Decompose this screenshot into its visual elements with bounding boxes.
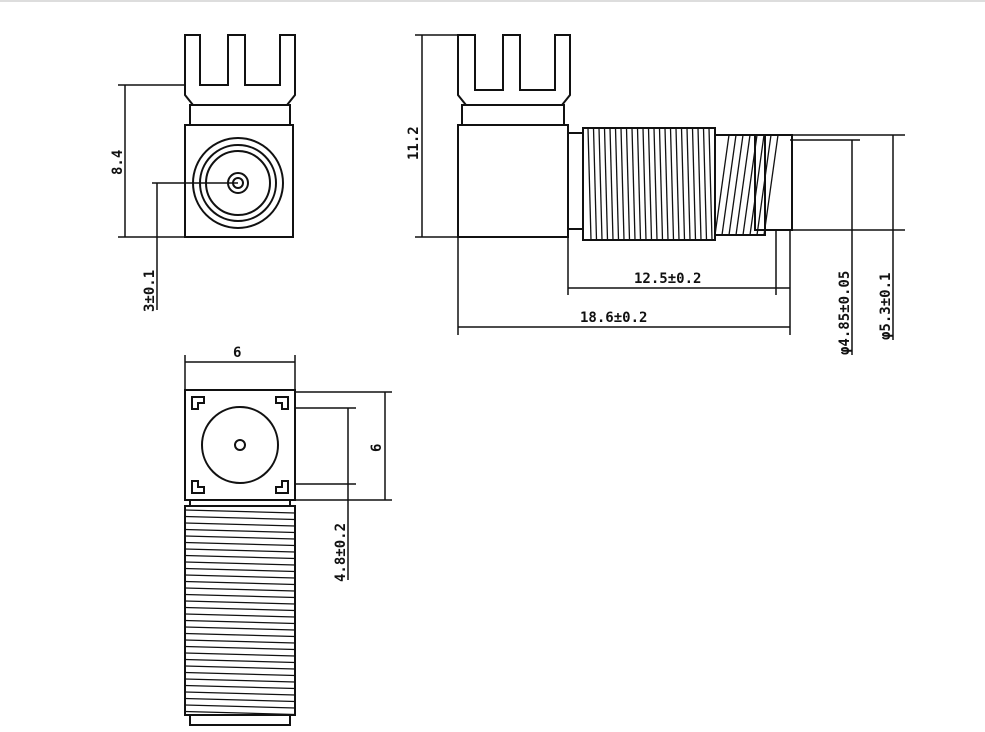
side-view: 11.2 12.5±0.2 18.6±0.2 φ4.85±0.05 φ5.3±0…: [406, 34, 905, 355]
dim-side-height: 11.2: [406, 126, 422, 160]
dim-overall-length: 18.6±0.2: [580, 310, 647, 326]
bottom-view: 6 6 4.8±0.2: [184, 345, 392, 726]
dim-bottom-depth: 6: [369, 444, 385, 452]
dim-bottom-width: 6: [233, 345, 241, 361]
dim-thread-length: 12.5±0.2: [634, 271, 701, 287]
dim-pin-spacing: 4.8±0.2: [333, 523, 349, 582]
dim-outer-diameter: φ5.3±0.1: [878, 273, 894, 340]
dim-inner-diameter: φ4.85±0.05: [837, 271, 853, 355]
dim-center-height: 3±0.1: [142, 270, 158, 312]
dim-front-height: 8.4: [110, 150, 126, 175]
front-view: 8.4 3±0.1: [110, 34, 296, 312]
